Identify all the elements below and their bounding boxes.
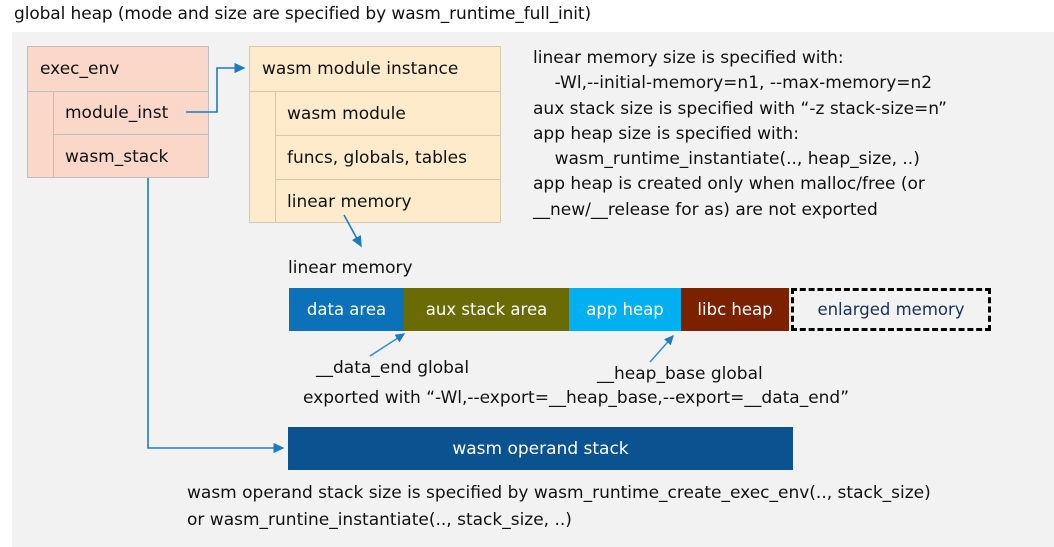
wmi-row-funcs-globals-tables: funcs, globals, tables	[276, 136, 500, 180]
memory-segment-aux-stack-area: aux stack area	[404, 288, 569, 331]
memory-segment-app-heap: app heap	[569, 288, 681, 331]
annotation-heap-base: __heap_base global	[597, 364, 763, 384]
operand-stack-note: wasm operand stack size is specified by …	[187, 483, 931, 530]
exec-env-header: exec_env	[28, 47, 208, 92]
linear-memory-note: linear memory size is specified with: -W…	[533, 48, 947, 220]
wasm-operand-stack-box: wasm operand stack	[288, 427, 793, 470]
page-title: global heap (mode and size are specified…	[14, 4, 591, 24]
wmi-row-linear-memory: linear memory	[287, 192, 412, 212]
wasm-module-instance-box: wasm module instance wasm module funcs, …	[249, 46, 501, 223]
wasm-module-instance-header: wasm module instance	[250, 47, 500, 92]
annotation-exported-with: exported with “-Wl,--export=__heap_base,…	[303, 388, 850, 408]
exec-env-box: exec_env module_inst wasm_stack	[27, 46, 209, 178]
wasm-module-instance-gutter	[250, 92, 276, 222]
memory-segment-data-area: data area	[289, 288, 404, 331]
exec-env-row-module-inst: module_inst	[54, 92, 208, 135]
exec-env-gutter	[28, 92, 54, 177]
memory-segment-libc-heap: libc heap	[681, 288, 789, 331]
exec-env-row-wasm-stack: wasm_stack	[65, 146, 169, 167]
wmi-row-wasm-module: wasm module	[276, 92, 500, 136]
annotation-data-end: __data_end global	[316, 358, 470, 378]
linear-memory-label: linear memory	[288, 258, 413, 278]
memory-segment-enlarged-memory: enlarged memory	[791, 288, 991, 331]
linear-memory-bar: data area aux stack area app heap libc h…	[289, 288, 991, 331]
